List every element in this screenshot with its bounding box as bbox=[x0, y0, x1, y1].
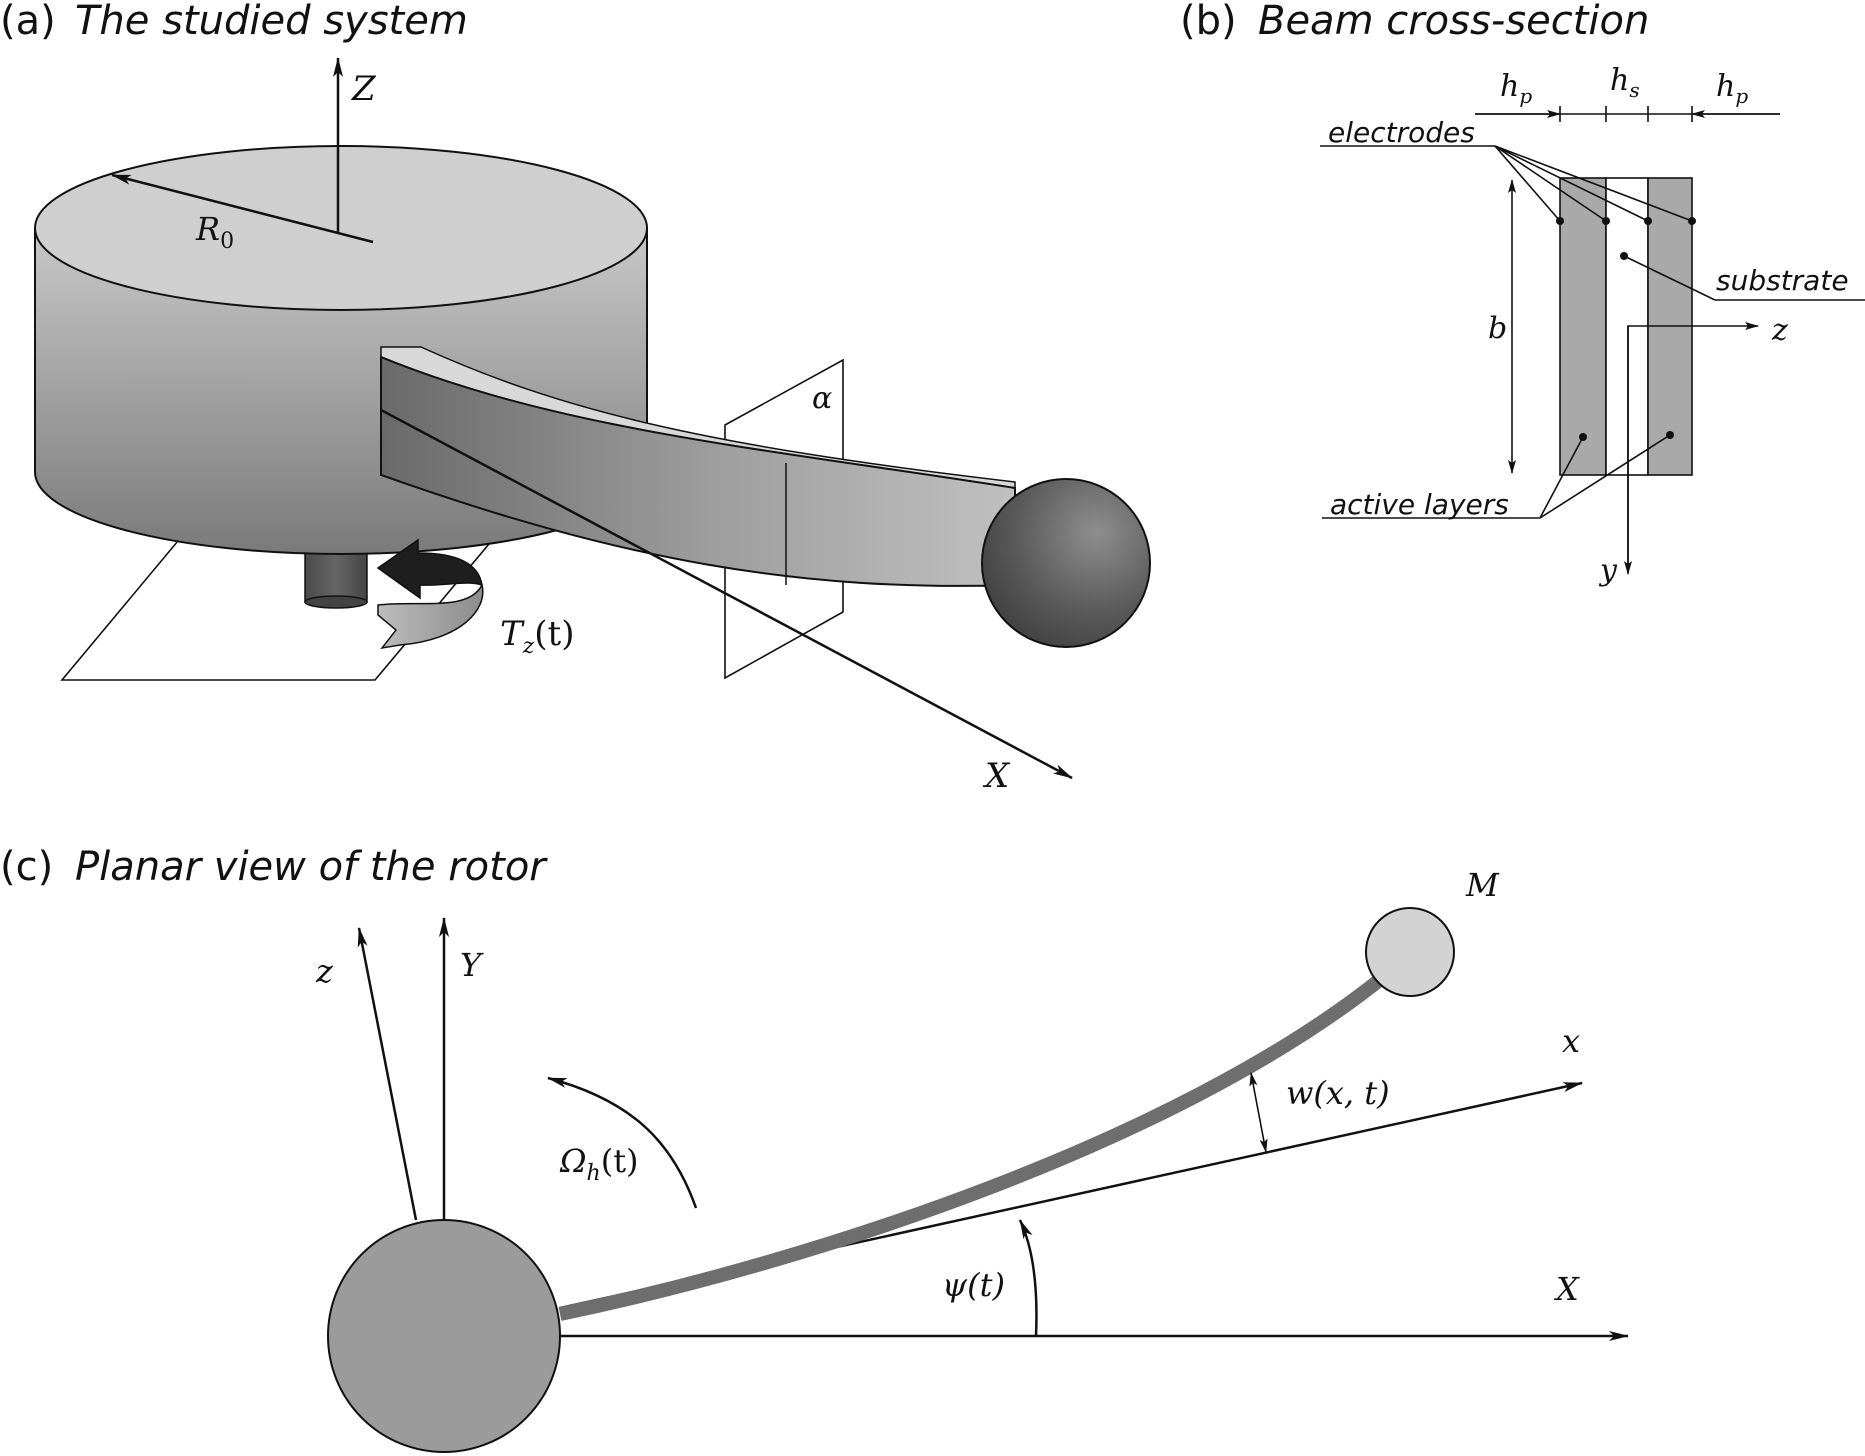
panel-a-tag: (a) bbox=[0, 0, 56, 44]
substrate-leader bbox=[1620, 252, 1865, 301]
electrodes-label: electrodes bbox=[1328, 116, 1475, 149]
plane-alpha-label: α bbox=[812, 381, 832, 416]
hs-label: hs bbox=[1610, 63, 1640, 102]
shaft-base bbox=[304, 595, 368, 609]
psi-arc bbox=[1018, 1219, 1038, 1337]
hub bbox=[327, 1219, 561, 1453]
panel-a-title: The studied system bbox=[75, 0, 468, 44]
radius-arrow bbox=[111, 173, 374, 244]
x-axis-label: X bbox=[982, 756, 1011, 796]
active-layer-left bbox=[1559, 177, 1607, 476]
deflection-label: w(x, t) bbox=[1286, 1074, 1390, 1112]
panel-c-tag: (c) bbox=[0, 844, 53, 890]
flexible-beam bbox=[558, 972, 1387, 1321]
electrode-leaders bbox=[1494, 145, 1696, 225]
z-axis-arrow-c bbox=[357, 927, 418, 1221]
active-layers-label: active layers bbox=[1330, 488, 1509, 521]
x-axis-label-c: x bbox=[1562, 1022, 1580, 1060]
omega-arc bbox=[547, 1076, 698, 1209]
active-layers-leader bbox=[1322, 431, 1674, 519]
tip-mass bbox=[1365, 907, 1455, 997]
panel-b: (b) Beam cross-section hp hs hp electrod… bbox=[1180, 0, 1865, 588]
b-label: b bbox=[1488, 311, 1507, 346]
z-label-b: z bbox=[1771, 313, 1788, 348]
X-axis-label-c: X bbox=[1553, 1270, 1580, 1308]
torque-arrow bbox=[376, 538, 484, 650]
z-axis-label: Z bbox=[351, 69, 377, 109]
z-axis-label-c: z bbox=[315, 952, 334, 990]
panel-b-tag: (b) bbox=[1180, 0, 1237, 44]
deflection-arrow bbox=[1249, 1072, 1268, 1153]
Y-axis-label: Y bbox=[460, 946, 484, 984]
omega-label: Ωh(t) bbox=[559, 1142, 639, 1186]
y-label-b: y bbox=[1598, 553, 1618, 588]
substrate-label: substrate bbox=[1716, 264, 1849, 297]
disk-top bbox=[34, 145, 648, 311]
mass-label: M bbox=[1465, 866, 1500, 904]
psi-label: ψ(t) bbox=[942, 1266, 1005, 1304]
panel-a: (a) The studied system R0 Z α X bbox=[0, 0, 1151, 796]
torque-label: Tz(t) bbox=[500, 614, 574, 659]
panel-c-title: Planar view of the rotor bbox=[75, 844, 548, 890]
hp-right-label: hp bbox=[1716, 69, 1748, 108]
x-axis-arrow bbox=[380, 408, 1073, 780]
radius-label: R0 bbox=[195, 210, 234, 254]
panel-b-title: Beam cross-section bbox=[1258, 0, 1649, 44]
hp-left-label: hp bbox=[1500, 69, 1532, 108]
panel-c: (c) Planar view of the rotor Y z Ωh(t) X… bbox=[0, 844, 1629, 1453]
tip-sphere bbox=[981, 478, 1151, 648]
